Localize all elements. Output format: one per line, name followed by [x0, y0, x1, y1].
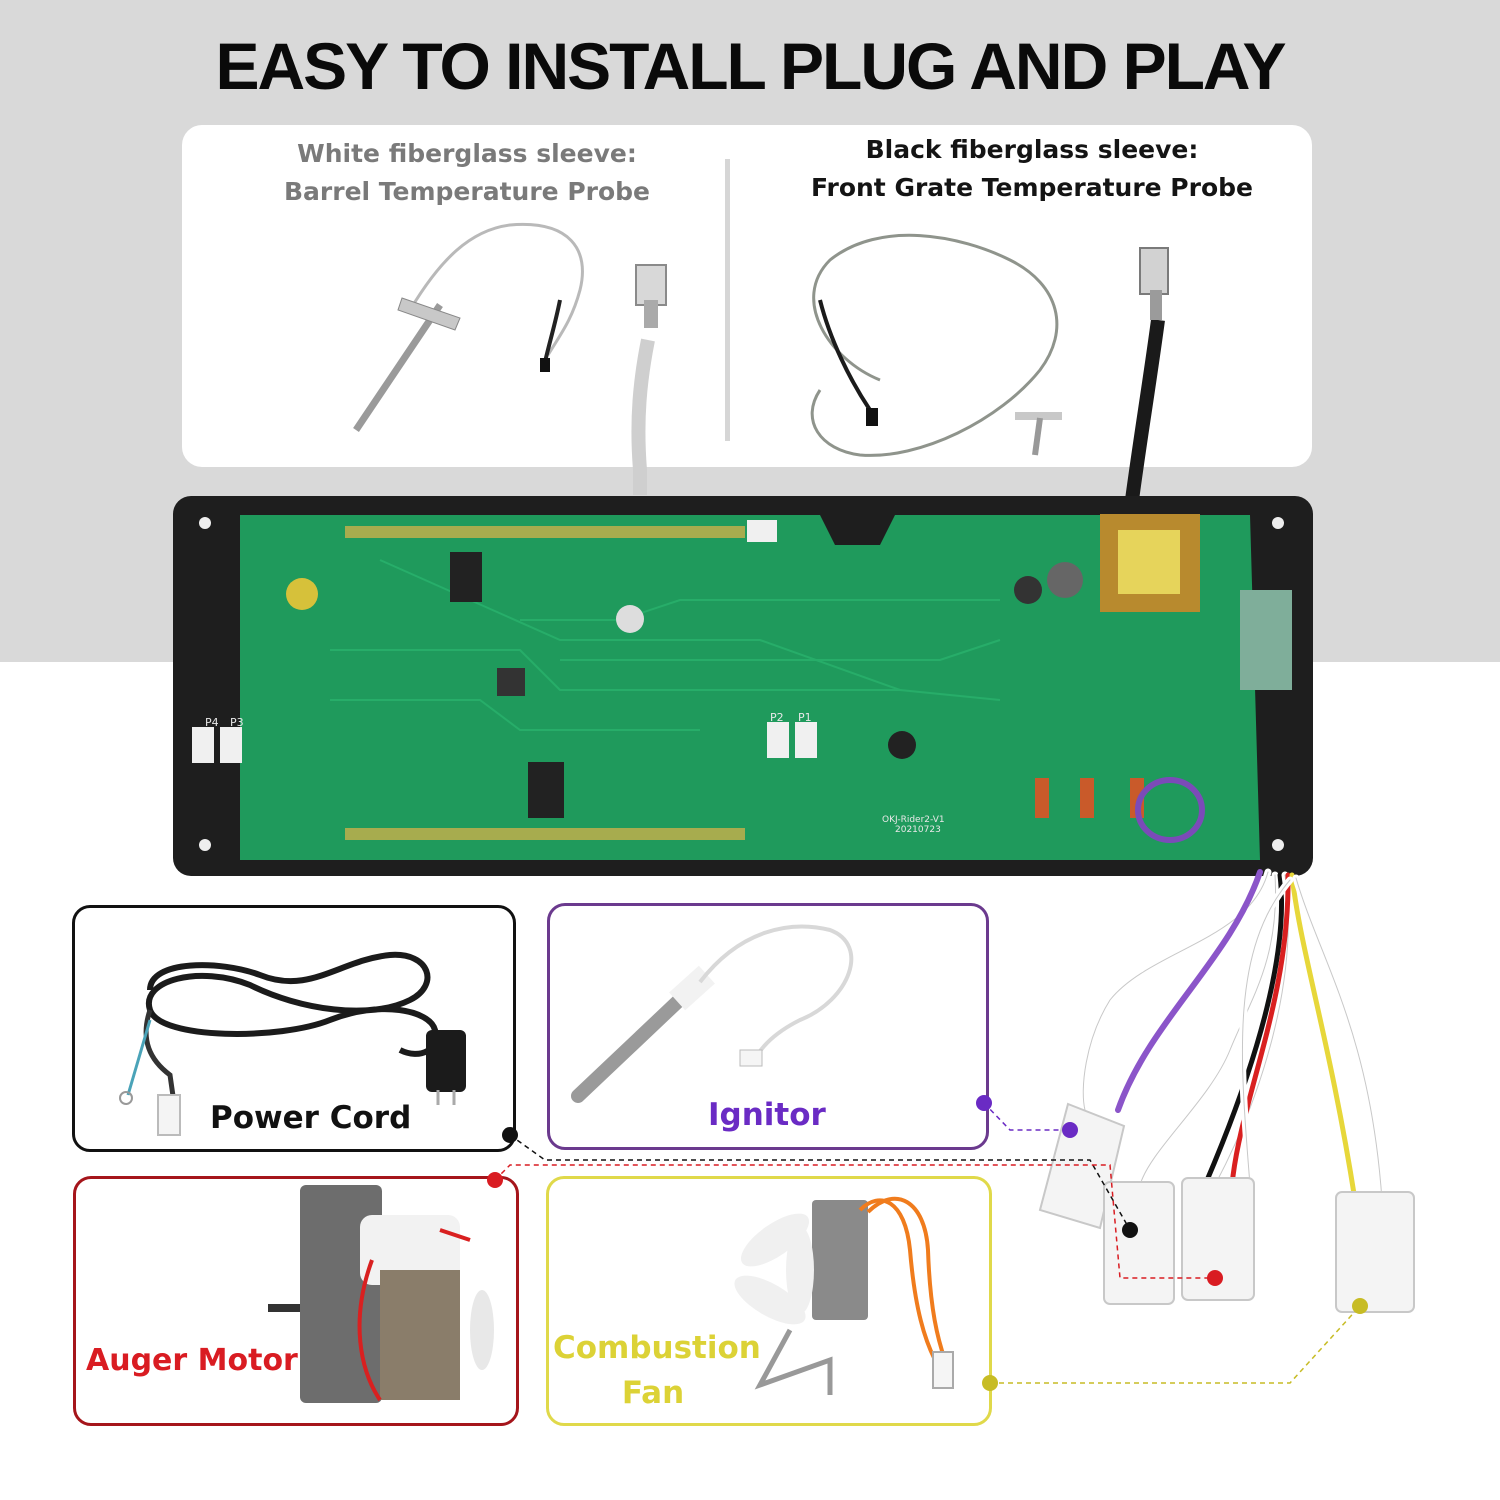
harness-connectors [1038, 1102, 1415, 1313]
power-connector-dot [1122, 1222, 1138, 1238]
black-probe-title: Black fiberglass sleeve: Front Grate Tem… [782, 131, 1282, 207]
combustion-fan-illustration [734, 1196, 954, 1395]
control-board: P4 P3 P2 P1 OKJ-Rider2-V1 20210723 [173, 496, 1313, 876]
auger-motor-illustration [268, 1185, 494, 1403]
mount-hole [199, 839, 211, 851]
white-probe-line2: Barrel Temperature Probe [283, 177, 650, 206]
port-label-p2: P2 [770, 711, 784, 724]
port-label-p3: P3 [230, 716, 244, 729]
ignitor-connector-dot [1062, 1122, 1078, 1138]
power-dot [502, 1127, 518, 1143]
mount-hole [1272, 517, 1284, 529]
mount-hole [1272, 839, 1284, 851]
auger-dot [487, 1172, 503, 1188]
power-cord-illustration [119, 951, 466, 1136]
ignitor-label: Ignitor [708, 1097, 826, 1133]
combustion-fan-label-line2: Fan [621, 1375, 685, 1411]
combustion-fan-label: Combustion Fan [553, 1326, 761, 1416]
port-label-p1: P1 [798, 711, 812, 724]
fan-dot [982, 1375, 998, 1391]
headline: EASY TO INSTALL PLUG AND PLAY [215, 29, 1286, 103]
auger-motor-label: Auger Motor [86, 1343, 298, 1378]
port-label-p4: P4 [205, 716, 219, 729]
ignitor-box [547, 903, 989, 1150]
indicator-lines [494, 1102, 1361, 1384]
fan-connector-dot [1352, 1298, 1368, 1314]
board-model-text: OKJ-Rider2-V1 [882, 815, 945, 825]
auger-connector-dot [1207, 1270, 1223, 1286]
board-date-text: 20210723 [895, 825, 941, 835]
white-probe-line1: White fiberglass sleeve: [297, 139, 637, 168]
mount-hole [199, 517, 211, 529]
power-cord-label: Power Cord [210, 1100, 412, 1136]
auger-connector [1181, 1177, 1255, 1301]
power-connector [1103, 1181, 1175, 1305]
white-probe-illustration [353, 222, 667, 495]
black-probe-line2: Front Grate Temperature Probe [811, 173, 1253, 202]
fan-connector [1335, 1191, 1415, 1313]
combustion-fan-label-line1: Combustion [553, 1330, 761, 1366]
black-probe-illustration [810, 233, 1169, 501]
ignitor-illustration [571, 924, 854, 1103]
white-probe-title: White fiberglass sleeve: Barrel Temperat… [242, 135, 692, 211]
ignitor-dot [976, 1095, 992, 1111]
wire-harness [1079, 868, 1386, 1204]
black-probe-line1: Black fiberglass sleeve: [865, 135, 1199, 164]
probe-divider [725, 159, 730, 441]
